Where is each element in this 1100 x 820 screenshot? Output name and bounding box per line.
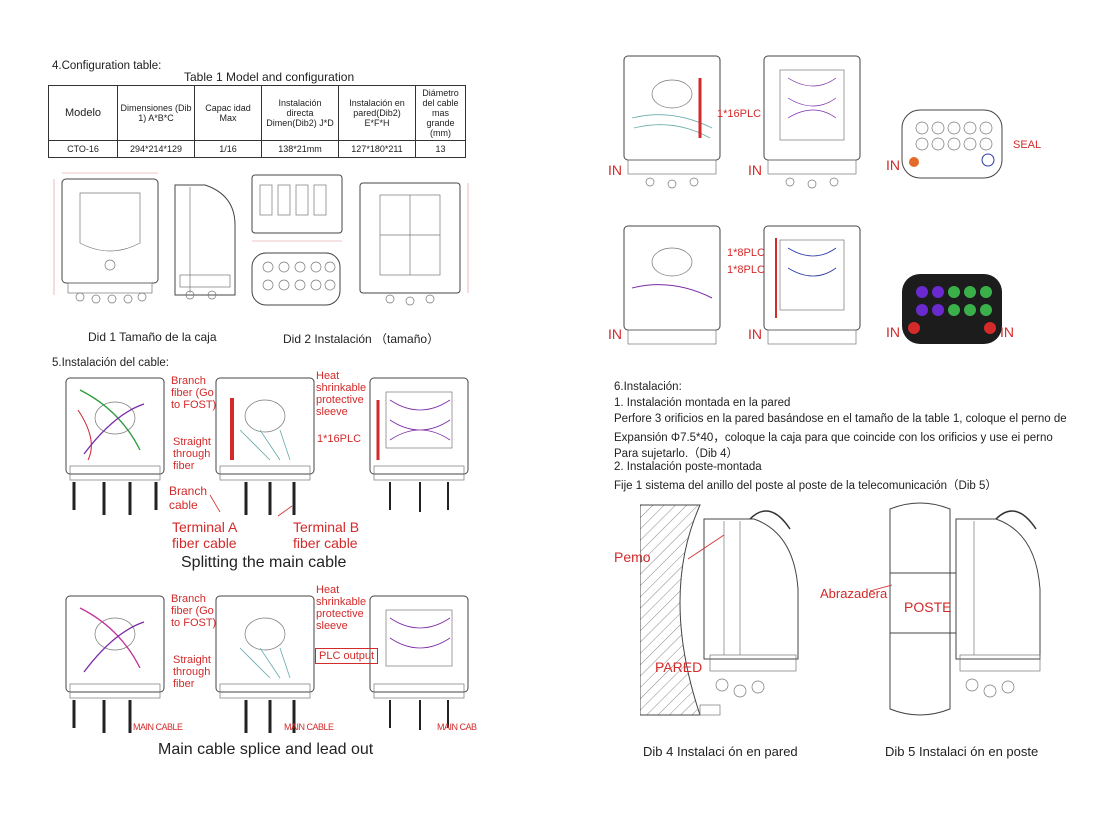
label-in-1: IN bbox=[608, 162, 622, 178]
label-pemo: Pemo bbox=[614, 549, 651, 565]
label-terminal-a: Terminal A fiber cable bbox=[172, 519, 237, 551]
label-seal: SEAL bbox=[1013, 139, 1042, 151]
label-straight-fiber-2: Straight through fiber bbox=[173, 654, 211, 690]
label-heat-sleeve-1: Heat shrinkable protective sleeve bbox=[316, 370, 367, 418]
label-terminal-b: Terminal B fiber cable bbox=[293, 519, 360, 551]
box-back-view bbox=[359, 182, 469, 306]
label-branch-fiber-1: Branch fiber (Go to FOST) bbox=[171, 375, 217, 411]
label-plc-output: PLC output bbox=[315, 648, 379, 664]
plc8-box-tray bbox=[763, 225, 861, 345]
item1-text-l1: Perfore 3 orificios en la pared basándos… bbox=[614, 413, 1067, 425]
th-inst-pared: Instalación en pared(Dib2) E*F*H bbox=[338, 85, 416, 141]
label-in-5: IN bbox=[748, 326, 762, 342]
label-heat-sleeve-2: Heat shrinkable protective sleeve bbox=[316, 584, 367, 632]
item2-text: Fije 1 sistema del anillo del poste al p… bbox=[614, 480, 997, 492]
td-inst-pared: 127*180*211 bbox=[338, 140, 416, 158]
plc16-box-open bbox=[623, 55, 721, 189]
plc16-ports bbox=[901, 109, 1003, 179]
splitting-drawings bbox=[65, 377, 469, 517]
th-dimensiones: Dimensiones (Dib 1) A*B*C bbox=[117, 85, 195, 141]
plc8-box-open bbox=[623, 225, 721, 345]
dib4-caption: Dib 4 Instalaci ón en pared bbox=[643, 744, 798, 759]
dib5-caption: Dib 5 Instalaci ón en poste bbox=[885, 744, 1039, 759]
th-diametro: Diámetro del cable mas grande (mm) bbox=[415, 85, 466, 141]
label-in-2: IN bbox=[748, 162, 762, 178]
label-plc8-b: 1*8PLC bbox=[727, 264, 765, 276]
label-plc8-a: 1*8PLC bbox=[727, 247, 765, 259]
section5-title: 5.Instalación del cable: bbox=[52, 357, 169, 369]
label-in-6: IN bbox=[886, 324, 900, 340]
config-table: Modelo Dimensiones (Dib 1) A*B*C Capac i… bbox=[48, 85, 466, 158]
label-pared: PARED bbox=[655, 659, 703, 675]
th-inst-directa: Instalación directa Dimen(Dib2) J*D bbox=[261, 85, 339, 141]
splitting-box-2 bbox=[215, 377, 315, 515]
label-plc16-right: 1*16PLC bbox=[717, 108, 762, 120]
section4-title: 4.Configuration table: bbox=[52, 60, 162, 72]
splice-box-1 bbox=[65, 595, 165, 733]
label-in-3: IN bbox=[886, 157, 900, 173]
label-straight-fiber-1: Straight through fiber bbox=[173, 436, 211, 472]
label-main-cable-2: MAIN CABLE bbox=[284, 722, 334, 732]
splitting-box-1 bbox=[65, 377, 165, 515]
splice-box-3 bbox=[369, 595, 469, 730]
label-poste: POSTE bbox=[904, 599, 952, 615]
th-capacidad: Capac idad Max bbox=[194, 85, 262, 141]
item1-title: 1. Instalación montada en la pared bbox=[614, 397, 791, 409]
label-plc16-left: 1*16PLC bbox=[317, 433, 362, 445]
pole-mount bbox=[889, 502, 1041, 716]
item1-text-l2: Expansión Φ7.5*40，coloque la caja para q… bbox=[614, 432, 1053, 444]
label-in-7: IN bbox=[1000, 324, 1014, 340]
splice-drawings bbox=[65, 595, 469, 733]
label-main-cable-3: MAIN CAB bbox=[437, 722, 477, 732]
section6-title: 6.Instalación: bbox=[614, 381, 682, 393]
label-abrazadera: Abrazadera bbox=[820, 586, 888, 601]
dib1-caption: Did 1 Tamaño de la caja bbox=[88, 330, 217, 344]
label-main-cable-1: MAIN CABLE bbox=[133, 722, 183, 732]
plc8-ports bbox=[902, 274, 1002, 344]
mounting-drawings bbox=[640, 502, 1041, 716]
td-modelo: CTO-16 bbox=[48, 140, 118, 158]
dib2-caption: Did 2 Instalación （tamaño） bbox=[283, 332, 440, 346]
splitting-box-3 bbox=[369, 377, 469, 512]
table-caption: Table 1 Model and configuration bbox=[184, 70, 355, 84]
splitting-caption: Splitting the main cable bbox=[181, 554, 347, 571]
box-front-view bbox=[53, 172, 159, 304]
th-modelo: Modelo bbox=[48, 85, 118, 141]
splice-box-2 bbox=[215, 595, 315, 733]
box-top-view bbox=[251, 174, 343, 242]
label-in-4: IN bbox=[608, 326, 622, 342]
item1-text-l3: Para sujetarlo.（Dib 4） bbox=[614, 448, 738, 460]
td-inst-directa: 138*21mm bbox=[261, 140, 339, 158]
wall-mount bbox=[640, 504, 799, 716]
label-branch-fiber-2: Branch fiber (Go to FOST) bbox=[171, 593, 217, 629]
td-capacidad: 1/16 bbox=[194, 140, 262, 158]
splice-caption: Main cable splice and lead out bbox=[158, 741, 374, 758]
box-bottom-ports-view bbox=[251, 252, 341, 306]
plc-drawings bbox=[623, 55, 1003, 345]
td-diametro: 13 bbox=[415, 140, 466, 158]
plc16-box-tray bbox=[763, 55, 861, 189]
dib1-dib2-drawings bbox=[53, 172, 469, 306]
td-dimensiones: 294*214*129 bbox=[117, 140, 195, 158]
box-side-view bbox=[174, 184, 236, 300]
label-branch-cable: Branch cable bbox=[169, 484, 208, 512]
item2-title: 2. Instalación poste-montada bbox=[614, 461, 762, 473]
